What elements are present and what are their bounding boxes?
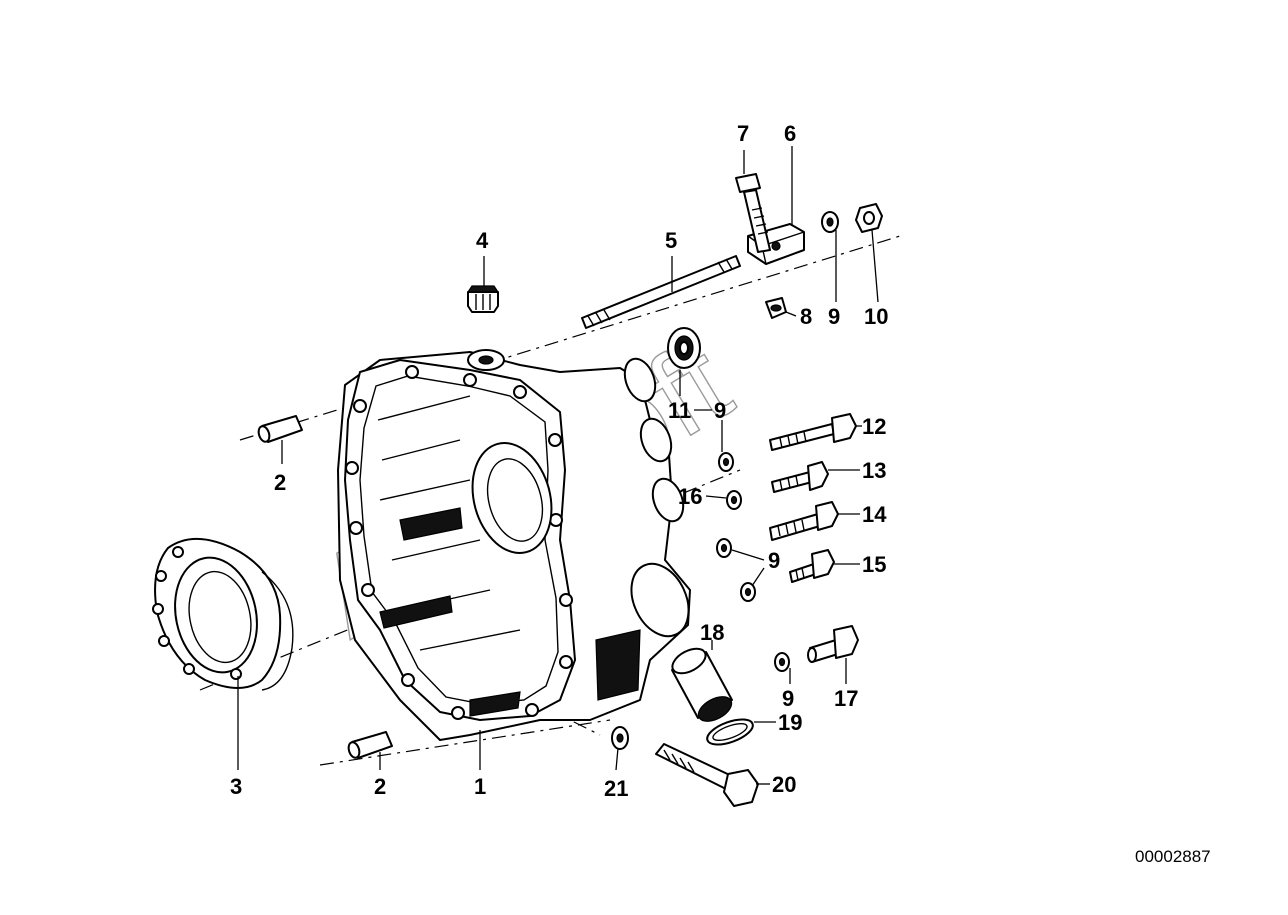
callout-2-lower: 2 [374, 774, 386, 799]
callout-3: 3 [230, 774, 242, 799]
dowel-sleeve-part-2-lower [347, 731, 393, 759]
callout-19: 19 [778, 710, 802, 735]
callout-14: 14 [862, 502, 887, 527]
bolt-part-14 [769, 501, 839, 541]
document-number: 00002887 [1135, 847, 1211, 866]
callout-5: 5 [665, 228, 677, 253]
callout-12: 12 [862, 414, 886, 439]
callout-11: 11 [668, 398, 691, 423]
callout-8: 8 [800, 304, 812, 329]
callout-17: 17 [834, 686, 858, 711]
screw-plug-part-4 [466, 285, 500, 313]
callout-4: 4 [476, 228, 489, 253]
callout-9-middle: 9 [714, 398, 726, 423]
bolt-part-7 [735, 173, 771, 253]
callout-9-bottom: 9 [782, 686, 794, 711]
dowel-sleeve-part-2-upper [257, 415, 303, 443]
washer-part-21 [611, 726, 629, 750]
bearing-cover-part-3 [152, 537, 294, 691]
washer-part-9-middle [718, 452, 734, 472]
bolt-part-13 [771, 461, 829, 493]
washer-part-9-lower-a [716, 538, 732, 558]
o-ring-part-19 [706, 718, 754, 746]
callout-7: 7 [737, 121, 749, 146]
washer-part-9-upper [821, 211, 839, 233]
callout-13: 13 [862, 458, 886, 483]
callout-18: 18 [700, 620, 724, 645]
washer-part-9-bottom [774, 652, 790, 672]
callout-labels: 7 6 4 5 8 9 10 11 9 12 13 16 14 9 15 18 … [230, 121, 888, 801]
leader-lines [237, 146, 879, 785]
nut-part-8 [765, 297, 787, 319]
callout-10: 10 [864, 304, 888, 329]
bolt-part-12 [769, 413, 857, 451]
callout-2-upper: 2 [274, 470, 286, 495]
callout-6: 6 [784, 121, 796, 146]
sleeve-part-18 [671, 647, 733, 722]
gearbox-housing-part-1 [337, 349, 691, 741]
washer-part-9-lower-b [740, 582, 756, 602]
bolt-part-20 [655, 743, 759, 807]
nut-part-10 [855, 203, 883, 233]
callout-16: 16 [678, 484, 702, 509]
callout-15: 15 [862, 552, 886, 577]
stud-part-5 [581, 255, 741, 329]
callout-20: 20 [772, 772, 796, 797]
callout-9-lower: 9 [768, 548, 780, 573]
callout-1: 1 [474, 774, 486, 799]
washer-part-16 [726, 490, 742, 510]
callout-21: 21 [604, 776, 628, 801]
shaft-seal-part-11 [667, 327, 701, 369]
bolt-part-15 [789, 549, 835, 583]
bolt-part-17 [807, 625, 859, 663]
callout-9-upper: 9 [828, 304, 840, 329]
